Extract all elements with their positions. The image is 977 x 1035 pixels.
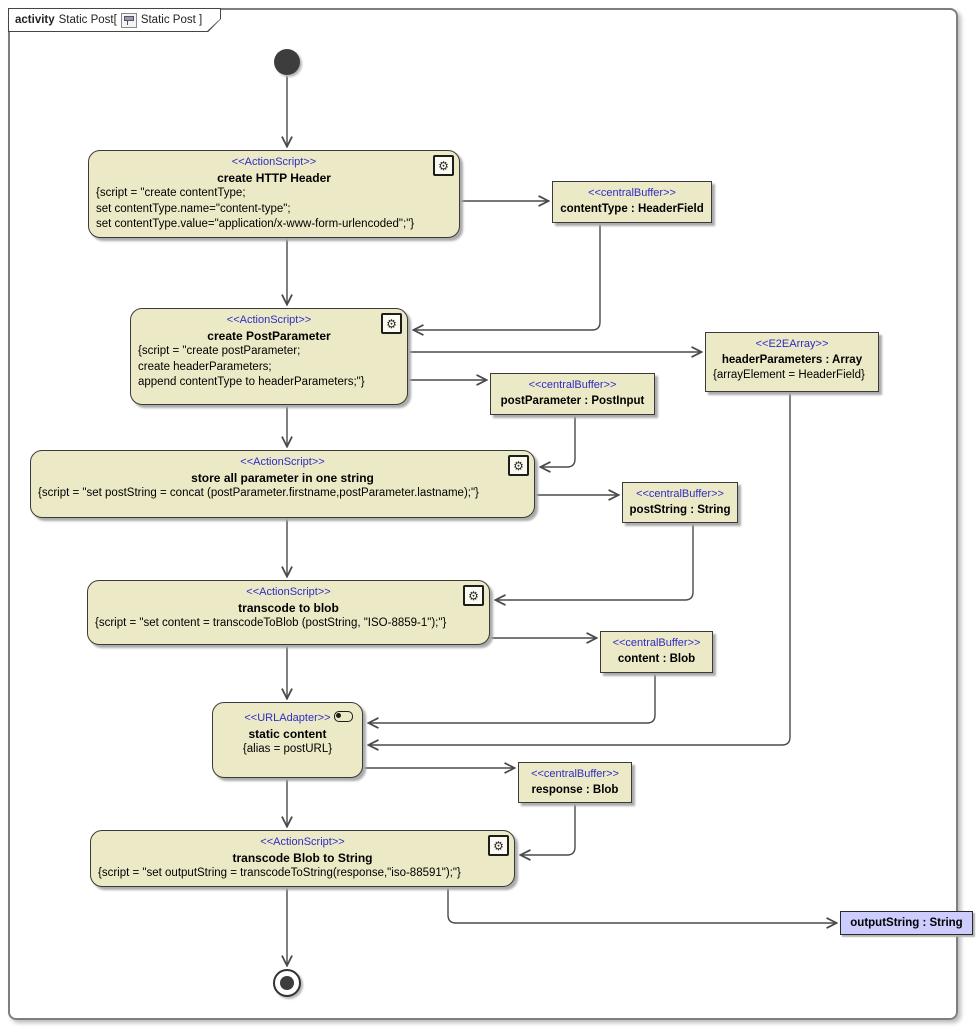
stereotype-label: <<centralBuffer>> [528,379,617,391]
node-title: store all parameter in one string [191,471,374,485]
stereotype-label: <<URLAdapter>> [244,712,331,724]
edge-transcode-blob-to-string-to-output-string[interactable] [447,887,836,923]
action-script-icon: ⚙ [488,835,509,856]
buffer-content-type[interactable]: <<centralBuffer>> contentType : HeaderFi… [552,181,712,223]
script-line: {script = "create contentType; [96,187,246,199]
script-line: append contentType to headerParameters;"… [138,376,365,388]
gear-icon: ⚙ [493,838,504,853]
activity-final-dot [280,976,294,990]
edge-content-type-to-create-post-parameter[interactable] [414,223,601,330]
action-script-icon: ⚙ [433,155,454,176]
gear-icon: ⚙ [438,158,449,173]
stereotype-label: <<ActionScript>> [231,156,317,168]
stereotype-label: <<centralBuffer>> [636,488,724,500]
activity-diagram-icon [121,13,137,28]
node-title: contentType : HeaderField [560,203,704,215]
node-title: response : Blob [531,784,619,796]
node-title: postParameter : PostInput [500,395,645,407]
gear-icon: ⚙ [386,316,397,331]
gear-icon: ⚙ [513,458,524,473]
node-title: create HTTP Header [217,171,331,185]
constraint-line: {alias = postURL} [242,743,333,755]
gear-icon: ⚙ [468,588,479,603]
script-line: {script = "set postString = concat (post… [38,487,479,499]
constraint-line: {arrayElement = HeaderField} [713,369,865,381]
edge-header-parameters-to-static-content[interactable] [369,392,791,745]
node-title: content : Blob [617,653,696,665]
action-store-all-parameter[interactable]: ⚙ <<ActionScript>> store all parameter i… [30,450,535,518]
stereotype-label: <<ActionScript>> [246,586,331,598]
array-header-parameters[interactable]: <<E2EArray>> headerParameters : Array {a… [705,332,879,392]
script-line: {script = "set outputString = transcodeT… [98,867,461,879]
node-title: outputString : String [850,917,963,929]
buffer-post-string[interactable]: <<centralBuffer>> postString : String [622,482,738,523]
stereotype-label: <<ActionScript>> [260,836,345,848]
script-line: {script = "create postParameter; [138,345,301,357]
activity-final-node[interactable] [273,969,301,997]
edge-content-to-static-content[interactable] [369,673,656,723]
action-create-http-header[interactable]: ⚙ <<ActionScript>> create HTTP Header {s… [88,150,460,238]
frame-keyword: activity [15,14,55,26]
stereotype-label: <<centralBuffer>> [588,187,676,199]
node-title: static content [248,727,327,741]
stereotype-label: <<E2EArray>> [755,338,829,350]
adapter-static-content[interactable]: <<URLAdapter>> static content {alias = p… [212,702,363,778]
node-title: transcode Blob to String [232,851,373,865]
action-transcode-blob-to-string[interactable]: ⚙ <<ActionScript>> transcode Blob to Str… [90,830,515,887]
node-title: create PostParameter [207,329,331,343]
stereotype-label: <<centralBuffer>> [531,768,619,780]
script-line: set contentType.value="application/x-www… [96,218,415,230]
node-title: postString : String [629,504,731,516]
action-create-post-parameter[interactable]: ⚙ <<ActionScript>> create PostParameter … [130,308,408,405]
edge-post-parameter-to-store-all-parameter[interactable] [541,415,576,467]
object-output-string[interactable]: outputString : String [840,911,973,935]
stereotype-label: <<ActionScript>> [226,314,312,326]
buffer-response[interactable]: <<centralBuffer>> response : Blob [518,762,632,803]
action-transcode-to-blob[interactable]: ⚙ <<ActionScript>> transcode to blob {sc… [87,580,490,645]
node-title: headerParameters : Array [721,354,863,366]
script-line: {script = "set content = transcodeToBlob… [95,617,447,629]
stereotype-label: <<centralBuffer>> [612,637,701,649]
activity-frame [8,8,958,1020]
action-script-icon: ⚙ [381,313,402,334]
action-script-icon: ⚙ [508,455,529,476]
script-line: create headerParameters; [138,360,272,373]
frame-title: Static Post[ [58,14,117,26]
initial-node[interactable] [274,49,300,75]
stereotype-label: <<ActionScript>> [240,456,325,468]
frame-ref: Static Post ] [140,14,203,26]
buffer-content[interactable]: <<centralBuffer>> content : Blob [600,631,713,673]
action-script-icon: ⚙ [463,585,484,606]
edge-response-to-transcode-blob-to-string[interactable] [521,803,576,855]
frame-title-tab: activity Static Post[ Static Post ] [8,8,221,32]
buffer-post-parameter[interactable]: <<centralBuffer>> postParameter : PostIn… [490,373,655,415]
script-line: set contentType.name="content-type"; [96,202,291,215]
edge-post-string-to-transcode-to-blob[interactable] [496,523,694,600]
url-adapter-icon [334,711,353,722]
node-title: transcode to blob [238,601,339,615]
